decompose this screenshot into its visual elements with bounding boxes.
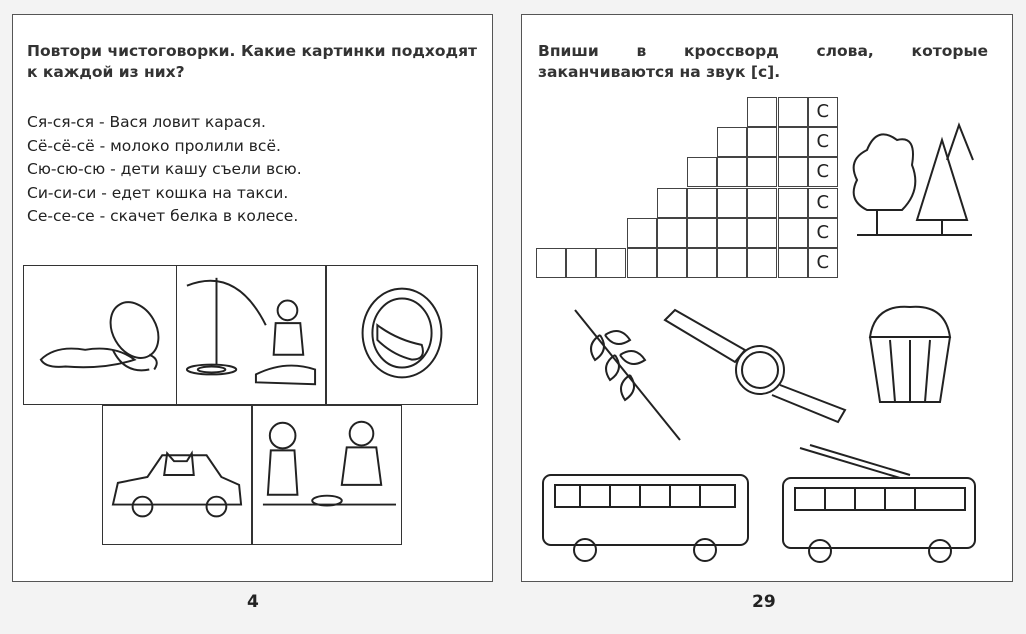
crossword-cell[interactable] (747, 187, 778, 218)
verse: Си-си-си - едет кошка на такси. (27, 183, 289, 202)
crossword-cell[interactable] (656, 248, 687, 278)
picture-forest (847, 120, 977, 240)
crossword-cell[interactable] (687, 217, 717, 248)
verse: Сё-сё-сё - молоко пролили всё. (27, 136, 281, 155)
picture-wheat (570, 305, 685, 445)
picture-children-eating (252, 405, 402, 545)
crossword-cell[interactable] (656, 187, 687, 218)
crossword-cell[interactable]: С (807, 217, 838, 248)
crossword-cell[interactable]: С (807, 97, 838, 127)
crossword-cell[interactable] (747, 157, 778, 188)
crossword-cell[interactable]: С (807, 157, 838, 188)
verses-list: Ся-ся-ся - Вася ловит карася. Сё-сё-сё -… (27, 111, 302, 229)
crossword-cell[interactable] (717, 187, 748, 218)
crossword-cell[interactable] (626, 217, 657, 248)
picture-wristwatch (660, 300, 855, 425)
crossword-cell[interactable] (777, 157, 808, 188)
crossword-cell[interactable] (777, 97, 808, 127)
crossword-cell[interactable] (566, 248, 597, 278)
crossword-cell[interactable] (687, 187, 717, 218)
crossword-cell[interactable] (747, 217, 778, 248)
left-instruction: Повтори чистоговорки. Какие картинки под… (27, 42, 477, 81)
verse: Сю-сю-сю - дети кашу съели всю. (27, 160, 302, 178)
crossword-cell[interactable] (747, 97, 778, 127)
page-number-right: 29 (752, 592, 776, 612)
picture-cupcake (865, 302, 955, 407)
crossword-cell[interactable] (626, 248, 657, 278)
crossword-cell[interactable] (777, 187, 808, 218)
crossword-cell[interactable] (777, 217, 808, 248)
crossword-cell[interactable] (747, 248, 778, 278)
right-instruction: Впиши в кроссворд слова, которые заканчи… (538, 42, 988, 81)
crossword-cell[interactable] (717, 217, 748, 248)
crossword-cell[interactable] (747, 127, 778, 158)
crossword-cell[interactable] (717, 248, 748, 278)
verse: Ся-ся-ся - Вася ловит карася. (27, 113, 266, 131)
picture-squirrel-wheel (326, 265, 478, 405)
picture-trolleybus (780, 443, 980, 568)
picture-cat-taxi (102, 405, 252, 545)
crossword-cell[interactable]: С (807, 127, 838, 158)
crossword-cell[interactable] (536, 248, 566, 278)
picture-bus (540, 470, 752, 567)
crossword-cell[interactable] (687, 157, 717, 188)
picture-spilled-cup (23, 265, 177, 405)
crossword-cell[interactable]: С (807, 187, 838, 218)
left-page: Повтори чистоговорки. Какие картинки под… (12, 14, 493, 582)
crossword-cell[interactable] (717, 157, 748, 188)
crossword-cell[interactable] (596, 248, 627, 278)
crossword-cell[interactable] (777, 248, 808, 278)
right-page: Впиши в кроссворд слова, которые заканчи… (521, 14, 1013, 582)
picture-boy-fishing (176, 265, 326, 405)
crossword-cell[interactable]: С (807, 248, 838, 278)
crossword-cell[interactable] (656, 217, 687, 248)
crossword-cell[interactable] (717, 127, 748, 158)
crossword-cell[interactable] (687, 248, 717, 278)
crossword-cell[interactable] (777, 127, 808, 158)
verse: Се-се-се - скачет белка в колесе. (27, 207, 299, 225)
page-number-left: 4 (247, 592, 259, 612)
